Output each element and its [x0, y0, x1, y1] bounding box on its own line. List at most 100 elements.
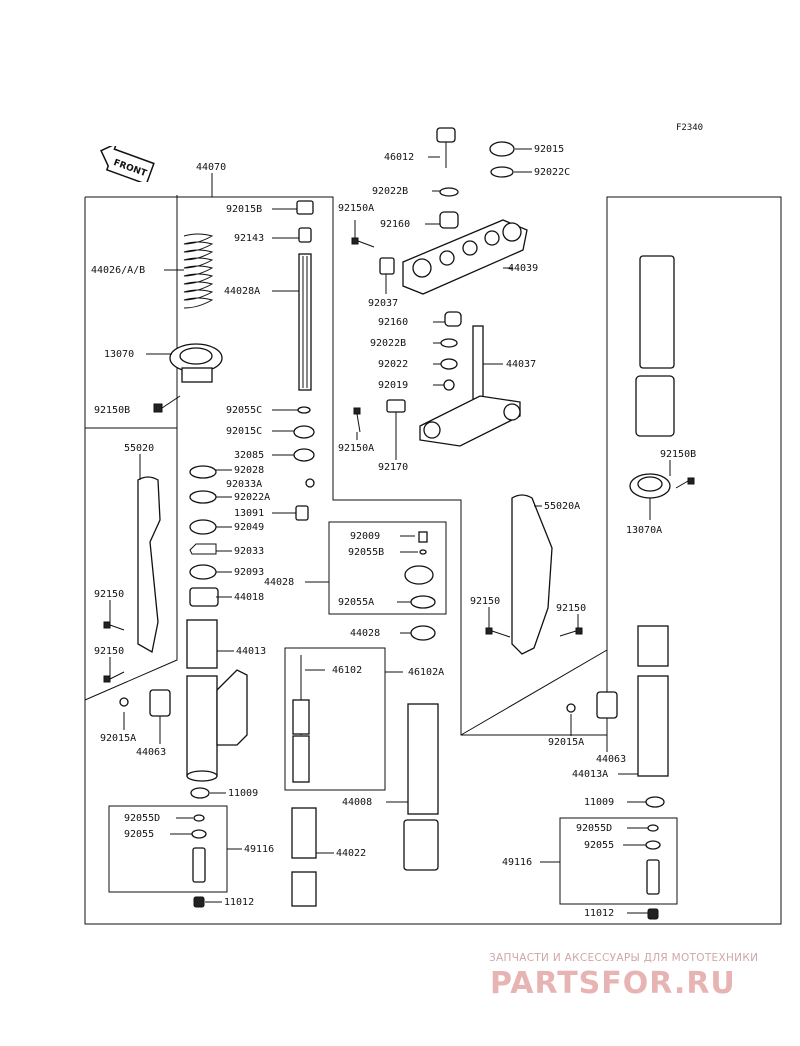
- label-92143: 92143: [234, 233, 264, 244]
- watermark-caption: ЗАПЧАСТИ И АКСЕССУАРЫ ДЛЯ МОТОТЕХНИКИ: [489, 952, 759, 964]
- part-46102-box-contents: [292, 655, 310, 783]
- label-92150-left2: 92150: [94, 646, 124, 657]
- label-92028: 92028: [234, 465, 264, 476]
- label-92015A-right: 92015A: [548, 737, 584, 748]
- part-92150A-mid: [353, 407, 361, 433]
- part-44028: [410, 625, 436, 641]
- part-bolt-92150B-right: [675, 477, 695, 489]
- label-92022C: 92022C: [534, 167, 570, 178]
- label-92019: 92019: [378, 380, 408, 391]
- label-92160-top: 92160: [380, 219, 410, 230]
- part-92015A-left: [119, 697, 129, 707]
- label-44063-left: 44063: [136, 747, 166, 758]
- label-13091: 13091: [234, 508, 264, 519]
- part-washer-stack: [189, 406, 315, 607]
- label-46102: 46102: [332, 665, 362, 676]
- part-bolts-92150-right: [485, 627, 583, 638]
- label-92055D-right: 92055D: [576, 823, 612, 834]
- part-44022: [291, 807, 317, 907]
- part-fork-tube-44013A-right: [637, 625, 669, 777]
- label-92009: 92009: [350, 531, 380, 542]
- label-92015A-left: 92015A: [100, 733, 136, 744]
- box-49116-right: [559, 817, 678, 905]
- box-92009: [328, 521, 447, 615]
- part-upper-triple-clamp-44039: [402, 219, 528, 295]
- label-32085: 32085: [234, 450, 264, 461]
- label-44026: 44026/A/B: [91, 265, 145, 276]
- part-guard-55020-left: [137, 476, 161, 654]
- part-92150A-top: [351, 237, 375, 248]
- part-46012: [436, 127, 456, 168]
- part-bolt-92150B-left: [153, 395, 181, 413]
- label-92055B: 92055B: [348, 547, 384, 558]
- label-44022: 44022: [336, 848, 366, 859]
- label-49116-left: 49116: [244, 844, 274, 855]
- label-55020A: 55020A: [544, 501, 580, 512]
- label-92022B-top: 92022B: [372, 186, 408, 197]
- label-92150A-top: 92150A: [338, 203, 374, 214]
- part-outer-tube-44008: [403, 703, 439, 871]
- label-92037: 92037: [368, 298, 398, 309]
- label-13070A: 13070A: [626, 525, 662, 536]
- part-11012-right: [647, 908, 659, 920]
- label-44008: 44008: [342, 797, 372, 808]
- label-92055C: 92055C: [226, 405, 262, 416]
- label-13070: 13070: [104, 349, 134, 360]
- label-92055-right: 92055: [584, 840, 614, 851]
- part-49116-left: [191, 814, 207, 883]
- label-92055A: 92055A: [338, 597, 374, 608]
- label-49116-right: 49116: [502, 857, 532, 868]
- part-fork-tube-right-top: [635, 255, 675, 437]
- label-92160-mid: 92160: [378, 317, 408, 328]
- part-92015B: [296, 200, 314, 215]
- label-92150-left1: 92150: [94, 589, 124, 600]
- part-number-labels: 44070 92015B 92143 44026/A/B 44028A 1307…: [91, 144, 696, 919]
- part-49116-right: [645, 824, 661, 895]
- label-44039: 44039: [508, 263, 538, 274]
- label-92150B-left: 92150B: [94, 405, 130, 416]
- label-46102A: 46102A: [408, 667, 444, 678]
- label-44037: 44037: [506, 359, 536, 370]
- part-clamp-13070: [169, 343, 223, 383]
- label-11009-left: 11009: [228, 788, 258, 799]
- part-bolts-92150-left: [103, 621, 125, 683]
- label-46012: 46012: [384, 152, 414, 163]
- part-rod-44028A: [298, 253, 312, 391]
- front-arrow-icon: FRONT: [100, 146, 155, 182]
- label-92055-left: 92055: [124, 829, 154, 840]
- watermark-logo: PARTSFOR.RU: [490, 966, 736, 1001]
- label-44028-box: 44028: [264, 577, 294, 588]
- label-92150B-right: 92150B: [660, 449, 696, 460]
- label-44028A: 44028A: [224, 286, 260, 297]
- label-44013: 44013: [236, 646, 266, 657]
- label-92170: 92170: [378, 462, 408, 473]
- part-92015-92022C: [439, 141, 515, 229]
- left-fork-outline: [84, 195, 782, 925]
- label-44018: 44018: [234, 592, 264, 603]
- label-44028: 44028: [350, 628, 380, 639]
- part-92009-box-contents: [404, 531, 436, 609]
- label-55020: 55020: [124, 443, 154, 454]
- part-stem-44037: [419, 311, 521, 447]
- label-92022A: 92022A: [234, 492, 270, 503]
- label-92150-right1: 92150: [470, 596, 500, 607]
- part-92037: [379, 257, 395, 275]
- label-11009-right: 11009: [584, 797, 614, 808]
- label-92022B-mid: 92022B: [370, 338, 406, 349]
- label-92015: 92015: [534, 144, 564, 155]
- label-92055D-left: 92055D: [124, 813, 160, 824]
- part-fork-tube-44013-left: [186, 619, 248, 782]
- figure-id: F2340: [676, 123, 704, 133]
- label-92150-right2: 92150: [556, 603, 586, 614]
- label-92022: 92022: [378, 359, 408, 370]
- part-11012-left: [193, 896, 205, 908]
- label-92033: 92033: [234, 546, 264, 557]
- part-spring-44026: [183, 233, 214, 309]
- label-44013A: 44013A: [572, 769, 608, 780]
- part-92170: [386, 399, 406, 413]
- label-92093: 92093: [234, 567, 264, 578]
- label-92015C: 92015C: [226, 426, 262, 437]
- frame-lines: [84, 196, 782, 925]
- label-11012-right: 11012: [584, 908, 614, 919]
